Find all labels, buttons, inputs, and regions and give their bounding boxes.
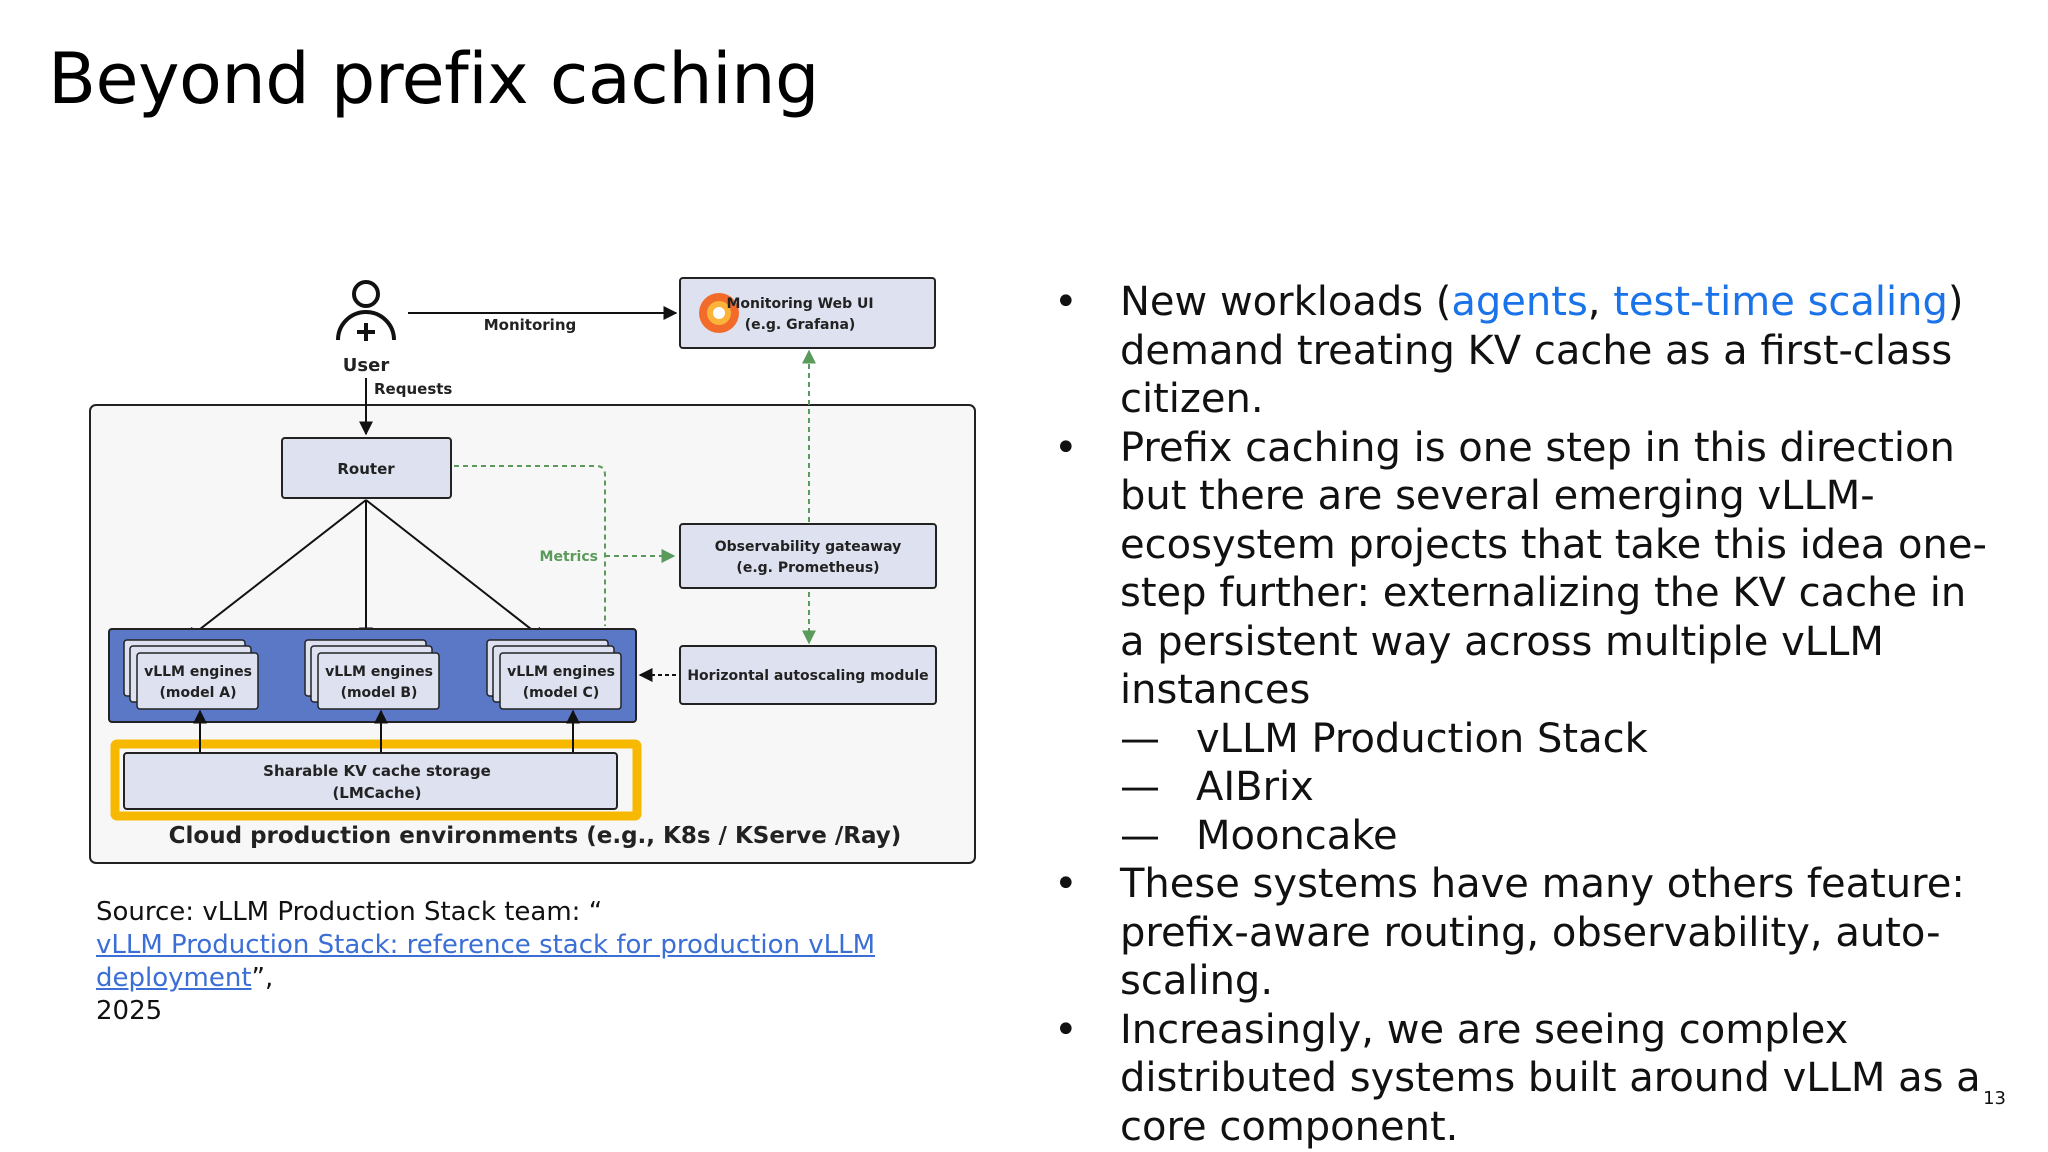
requests-label: Requests [374,380,452,398]
router-label: Router [337,460,395,478]
engine-stack-a [123,639,259,710]
bullet-list: New workloads (agents, test-time scaling… [1040,278,2000,1151]
autoscaling-label: Horizontal autoscaling module [687,668,928,684]
monitoring-web-ui-box [679,277,936,349]
engine-b-subtitle: (model B) [341,685,418,701]
monitoring-label: Monitoring [484,316,576,334]
page-number: 13 [1983,1088,2006,1109]
metrics-label: Metrics [540,549,598,565]
kv-storage-highlight [110,739,642,821]
monitoring-ui-subtitle: (e.g. Grafana) [745,317,856,333]
agents-highlight: agents [1451,279,1588,325]
engine-stack-b [304,639,440,710]
sub-bullet-item: vLLM Production Stack [1120,715,2000,764]
monitoring-ui-title: Monitoring Web UI [726,296,873,312]
autoscaling-module-box [679,645,937,705]
engine-c-subtitle: (model C) [523,685,599,701]
bullet-item: These systems have many others feature: … [1040,860,2000,1006]
engine-stack-c [486,639,622,710]
sub-bullet-item: AIBrix [1120,763,2000,812]
kv-storage-title: Sharable KV cache storage [263,762,491,780]
user-icon [336,280,396,341]
source-suffix: ”, [251,963,274,993]
architecture-diagram: User Monitoring Monitoring Web UI (e.g. … [80,265,1000,885]
engine-c-title: vLLM engines [507,664,615,680]
environment-label: Cloud production environments (e.g., K8s… [169,823,902,849]
observability-subtitle: (e.g. Prometheus) [736,560,879,576]
engine-a-subtitle: (model A) [159,685,236,701]
source-prefix: Source: vLLM Production Stack team: “ [96,897,603,927]
engine-a-title: vLLM engines [144,664,252,680]
kv-storage-subtitle: (LMCache) [332,784,421,802]
slide-title: Beyond prefix caching [48,38,819,120]
user-label: User [343,355,390,376]
source-year: 2025 [96,996,163,1026]
bullet-item: New workloads (agents, test-time scaling… [1040,278,2000,424]
router-box [281,437,452,499]
source-citation: Source: vLLM Production Stack team: “ vL… [96,896,1016,1028]
sub-bullet-list: vLLM Production Stack AIBrix Mooncake [1120,715,2000,861]
engine-b-title: vLLM engines [325,664,433,680]
sub-bullet-item: Mooncake [1120,812,2000,861]
source-link[interactable]: vLLM Production Stack: reference stack f… [96,930,876,993]
bullet-item: Prefix caching is one step in this direc… [1040,424,2000,861]
test-time-scaling-highlight: test-time scaling [1613,279,1948,325]
grafana-icon [699,293,739,333]
kv-storage-box [123,752,618,810]
observability-gateway-box [679,523,937,589]
observability-title: Observability gateaway [715,539,902,555]
bullet-item: Increasingly, we are seeing complex dist… [1040,1006,2000,1152]
